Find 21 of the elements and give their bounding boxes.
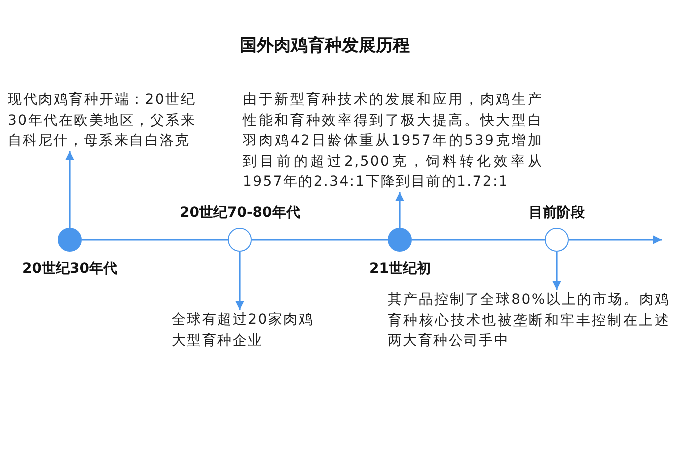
milestone-circle bbox=[545, 228, 569, 252]
milestone-description: 由于新型育种技术的发展和应用，肉鸡生产性能和育种效率得到了极大提高。快大型白羽肉鸡42日龄体重从1957年的539克增加到目前的超过2,500克，饲料转化效率从1957年的2.34:1下降到目前的1.72:1 bbox=[243, 90, 543, 192]
milestone-circle bbox=[388, 228, 412, 252]
arrow bbox=[552, 252, 562, 290]
diagram-title: 国外肉鸡育种发展历程 bbox=[240, 35, 410, 57]
timeline-line bbox=[252, 239, 388, 241]
timeline-line bbox=[412, 239, 545, 241]
period-label: 目前阶段 bbox=[529, 204, 585, 222]
milestone-circle bbox=[228, 228, 252, 252]
milestone-description: 现代肉鸡育种开端：20世纪30年代在欧美地区，父系来自科尼什，母系来自白洛克 bbox=[8, 90, 196, 152]
arrow bbox=[236, 252, 244, 310]
period-label: 20世纪30年代 bbox=[22, 260, 118, 278]
period-label: 21世纪初 bbox=[370, 260, 431, 278]
period-label: 20世纪70-80年代 bbox=[180, 204, 300, 222]
arrow bbox=[396, 192, 404, 228]
milestone-description: 全球有超过20家肉鸡大型育种企业 bbox=[172, 310, 314, 351]
arrow bbox=[569, 236, 662, 244]
milestone-circle bbox=[58, 228, 82, 252]
arrow bbox=[66, 152, 74, 228]
timeline-line bbox=[82, 239, 228, 241]
milestone-description: 其产品控制了全球80%以上的市场。肉鸡育种核心技术也被垄断和牢丰控制在上述两大育种公司手中 bbox=[388, 290, 670, 352]
